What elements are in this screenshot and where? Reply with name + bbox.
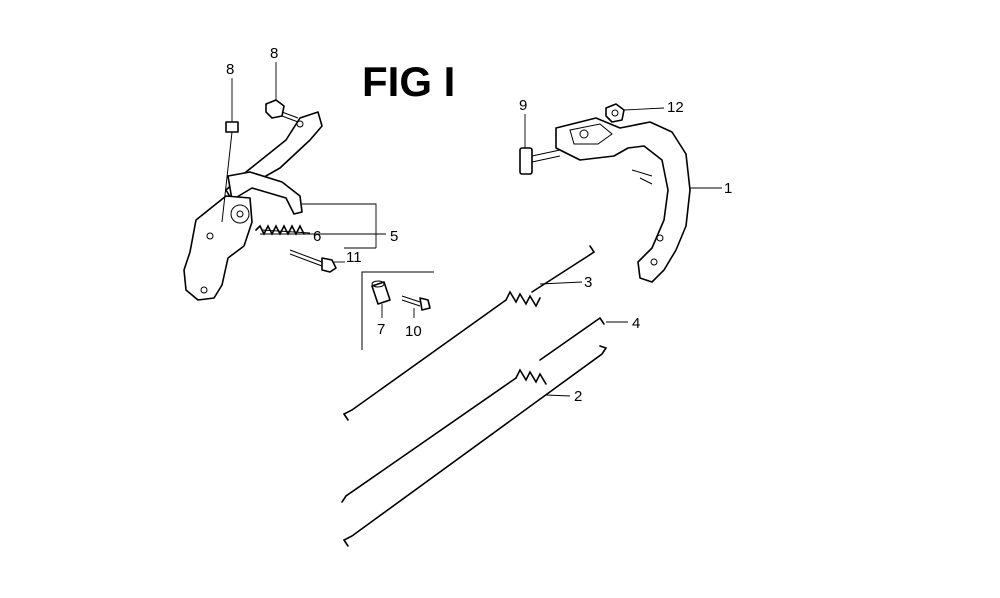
rod-3-lower [342,299,507,421]
callout-4: 4 [632,315,640,332]
lever-bolt-head [519,147,533,175]
throttle-lever [555,117,691,283]
callout-8-right: 8 [270,45,278,62]
nut-hole [611,109,619,117]
rod-3-upper [531,245,596,293]
lever-clamp [569,123,613,145]
collar [371,281,391,305]
callout-6: 6 [313,228,321,245]
screw-shank [289,249,323,267]
rod-4-lower [341,377,517,503]
pivot-hole [236,210,244,218]
figure-title: FIG I [362,58,455,105]
rod-4-spring [515,368,547,385]
rod-with-spring-3 [342,245,596,421]
callout-7: 7 [377,321,385,338]
rod-with-spring-4 [341,316,605,503]
bolt-head [225,121,239,133]
lever-hole [650,258,658,266]
plate-hole [206,232,214,240]
small-screw-shank [401,295,421,307]
flange-bolt-shank [281,111,299,123]
plate-pivot [230,204,250,224]
callout-11: 11 [346,249,362,266]
callout-2: 2 [574,388,582,405]
plate-hole [200,286,208,294]
rod-2 [342,345,608,547]
lever-bolt-shank [531,149,561,163]
hex-nut [605,103,625,123]
bracket-arm [227,171,303,215]
bracket-hole [296,120,304,128]
rod-4-upper [539,316,605,361]
rod-3-spring [505,290,541,308]
lever-rib [631,169,653,185]
bolt-shank [221,131,233,223]
small-screw-head [419,297,431,311]
inset-parts: 7 10 [361,271,434,350]
collar-top [371,280,385,288]
inset-frame [361,271,434,350]
callout-5: 5 [390,228,398,245]
screw-head [321,257,337,273]
clamp-hole [579,129,589,139]
governor-plate-assembly [183,99,337,301]
callout-10: 10 [405,323,422,340]
lever-hole [656,234,664,242]
callout-9: 9 [519,97,527,114]
throttle-lever-assembly [519,103,691,283]
callout-3: 3 [584,274,592,291]
flange-bolt-head [265,99,285,119]
callout-8-left: 8 [226,61,234,78]
callout-12: 12 [667,99,684,116]
callout-1: 1 [724,180,732,197]
